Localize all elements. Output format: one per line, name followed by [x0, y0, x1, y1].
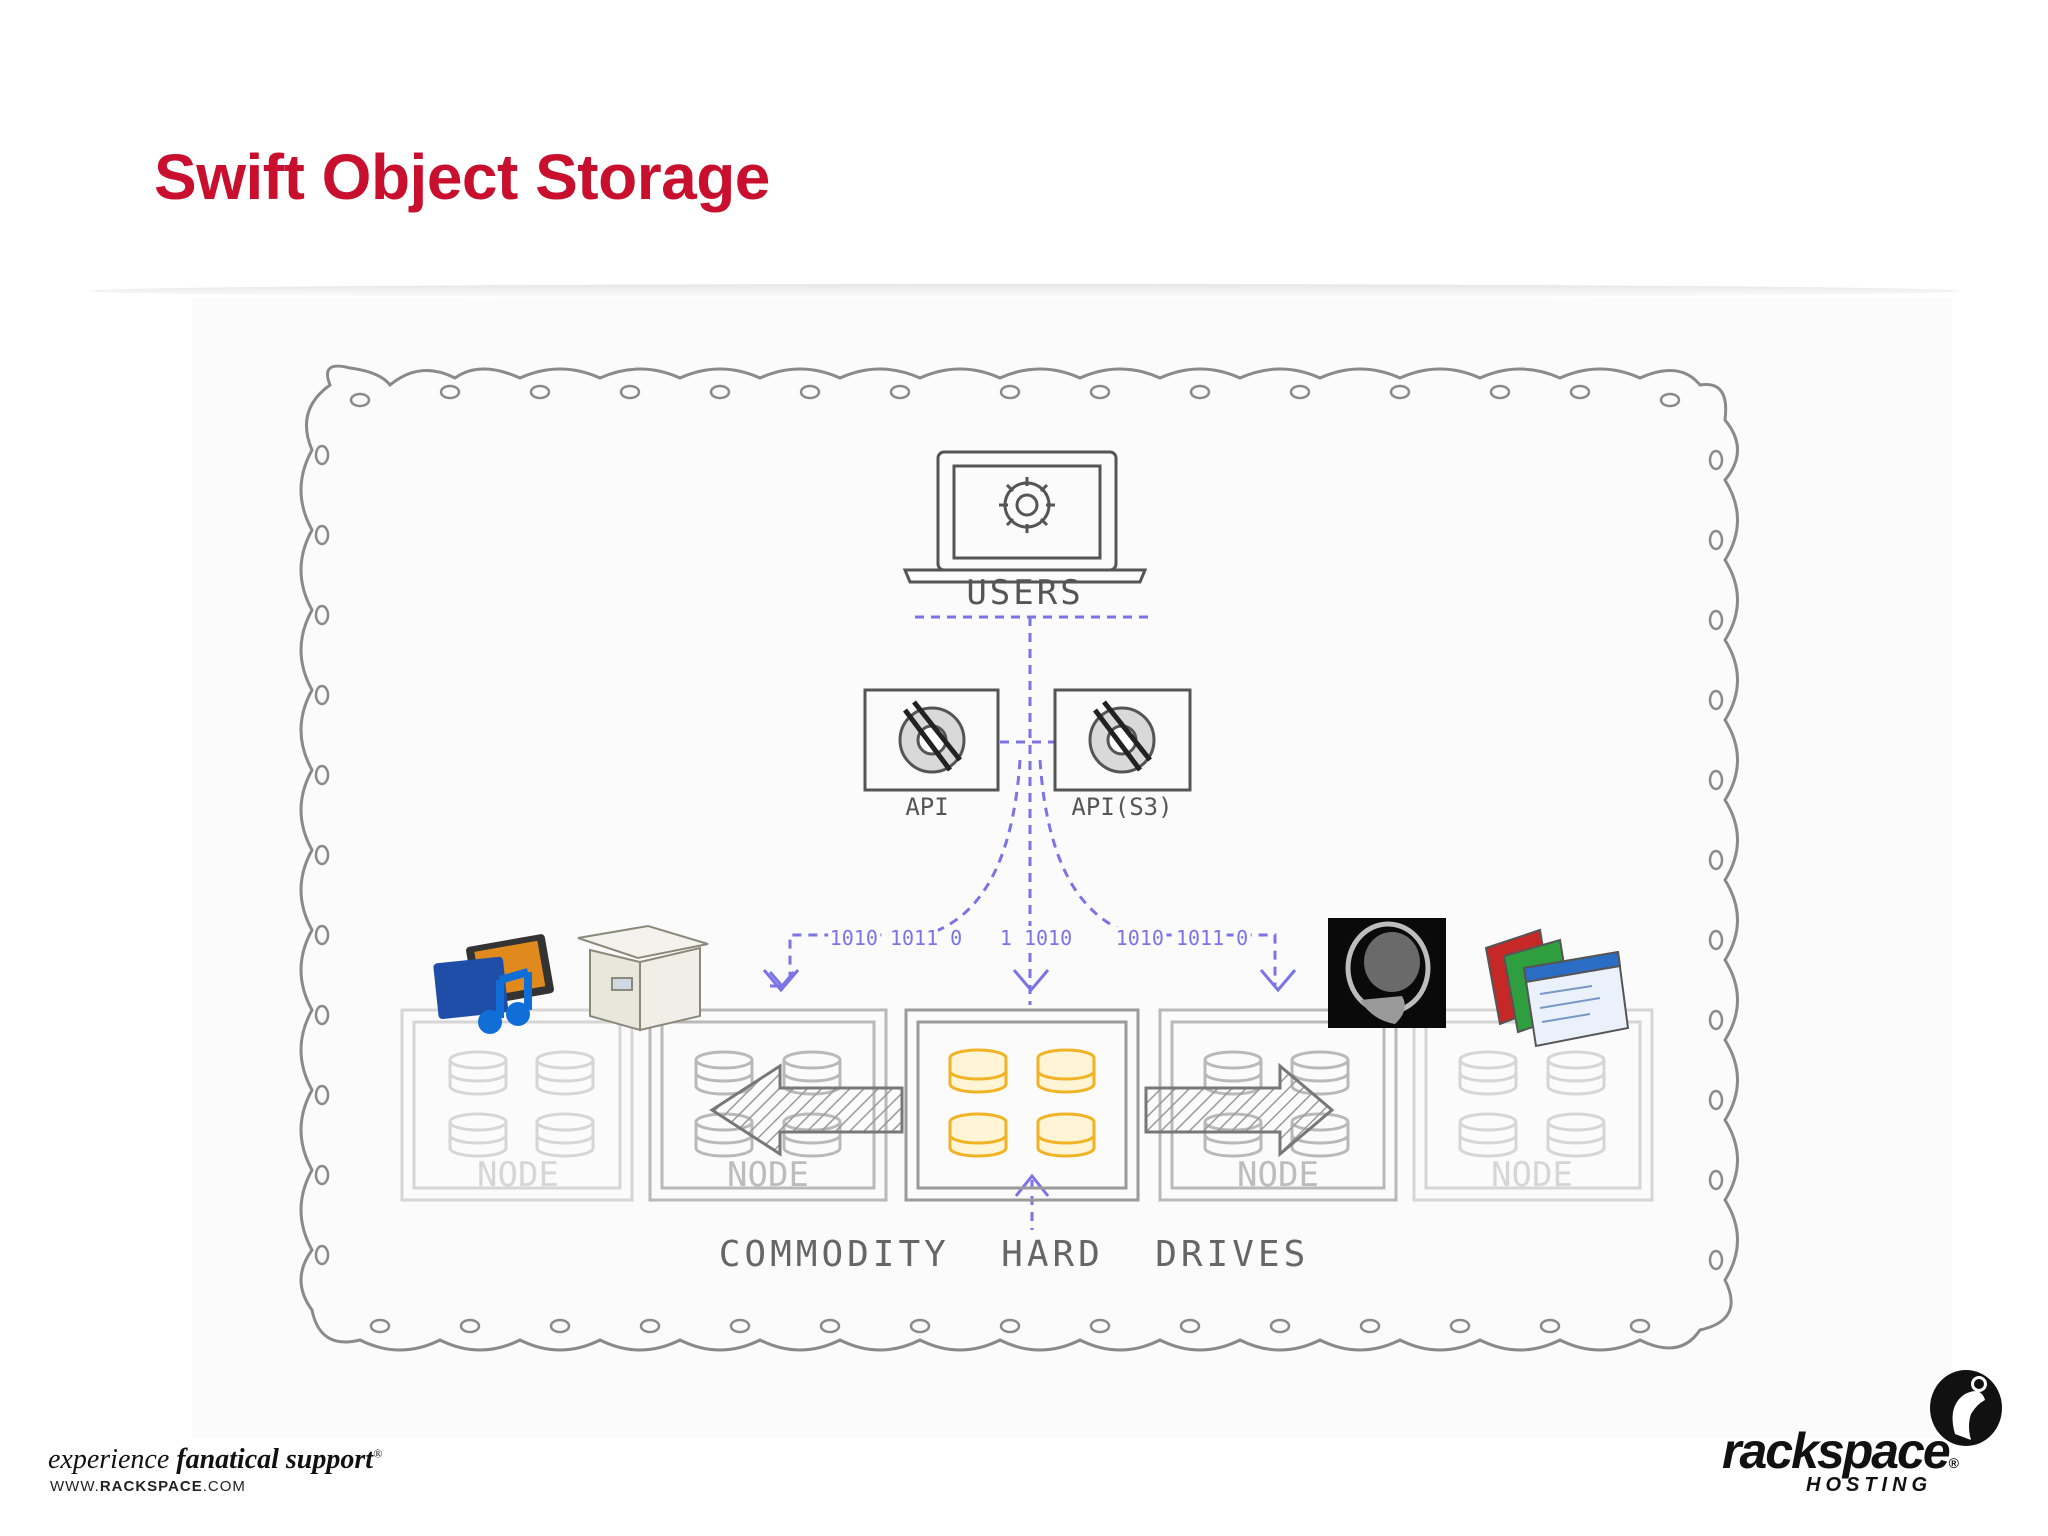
mri-scan-icon	[1328, 918, 1446, 1028]
footer-tagline: experience fanatical support®	[48, 1444, 383, 1475]
footer-url[interactable]: WWW.RACKSPACE.COM	[50, 1478, 246, 1495]
node-label-4: NODE	[1491, 1155, 1573, 1195]
dashed-connectors	[788, 615, 1277, 1230]
rackspace-logo-icon	[1930, 1370, 2002, 1446]
archive-box-icon	[577, 924, 709, 1032]
binary-stream-center: 1 1010	[1000, 926, 1072, 950]
laptop-gear-icon	[902, 450, 1148, 584]
replicate-arrow-icon	[709, 1062, 1335, 1158]
rackspace-brand-sub: HOSTING	[1806, 1474, 1933, 1496]
users-label: USERS	[966, 573, 1083, 613]
binary-stream-right: 1010 1011 0	[1116, 926, 1248, 950]
node-label-3: NODE	[1237, 1155, 1319, 1195]
diagram-panel	[192, 298, 1952, 1438]
api-s3-gear-icon	[1053, 688, 1192, 792]
windows-stack-icon	[1484, 928, 1630, 1048]
cloud-outline	[299, 364, 1739, 1352]
database-icon	[948, 1048, 1096, 1158]
binary-stream-left: 1010 1011 0	[830, 926, 962, 950]
commodity-hard-drives-label: COMMODITY HARD DRIVES	[719, 1234, 1310, 1275]
title-divider	[90, 284, 1960, 298]
rackspace-brand-name: rackspace®	[1722, 1423, 1959, 1479]
media-icon	[433, 934, 554, 1034]
slide-title: Swift Object Storage	[154, 141, 770, 213]
flow-arrowheads	[762, 969, 1297, 1197]
node-label-2: NODE	[727, 1155, 809, 1195]
api-label: API	[905, 793, 948, 821]
node-active	[904, 1008, 1140, 1202]
node-label-1: NODE	[477, 1155, 559, 1195]
api-s3-label: API(S3)	[1071, 793, 1172, 821]
api-gear-icon	[863, 688, 1000, 792]
